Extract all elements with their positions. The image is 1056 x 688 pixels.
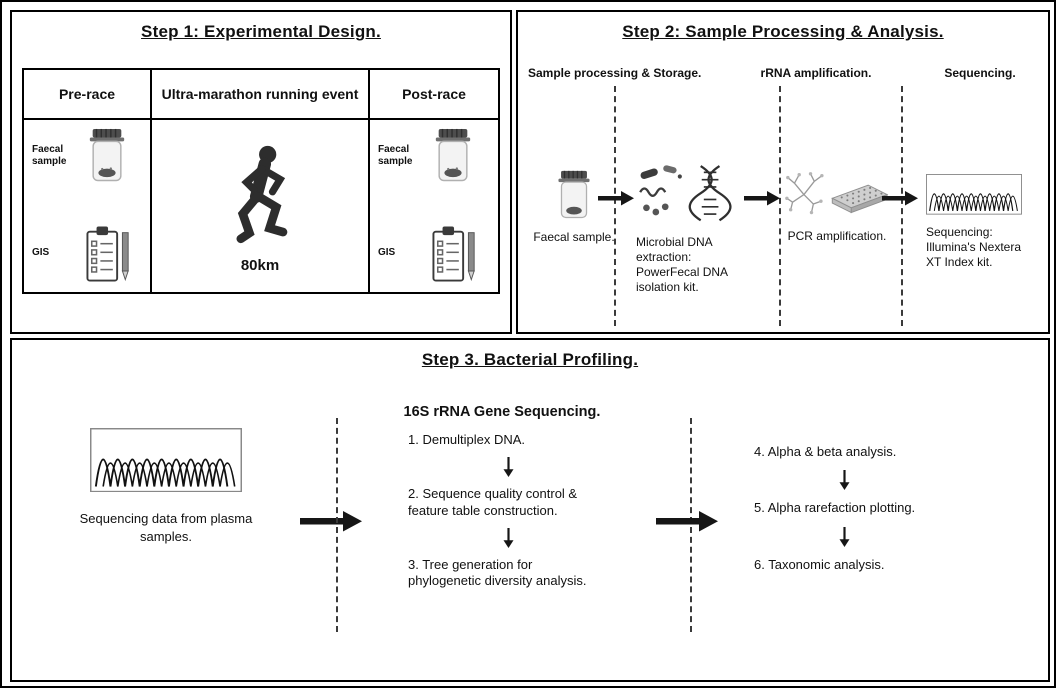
sequencing-data-item [90,428,242,493]
step1-header-post-race: Post-race [370,70,498,120]
specimen-jar-icon [558,170,590,219]
step3-subtitle: 16S rRNA Gene Sequencing. [403,404,601,420]
arrow-down-icon [503,527,513,548]
pipeline-step-3: 3. Tree generation for phylogenetic dive… [408,556,587,588]
arrow-right-icon [656,511,718,532]
gis-label: GIS [32,247,50,259]
pipeline-step-6: 6. Taxonomic analysis. [754,556,885,572]
post-race-faecal-row: Faecal sample [378,128,490,183]
sequencing-caption: Sequencing: Illumina's Nextera XT Index … [926,224,1021,269]
sequencing-item: Sequencing: Illumina's Nextera XT Index … [926,174,1038,270]
stage-label-processing: Sample processing & Storage. [528,66,702,80]
pcr-item: PCR amplification. [782,170,892,244]
faecal-sample-caption: Faecal sample. [533,230,615,245]
pipeline-step-1: 1. Demultiplex DNA. [408,432,526,447]
bacteria-dna-icon [639,165,732,222]
chromatogram-icon [926,174,1022,215]
arrow-right-icon [300,511,362,532]
post-race-cell: Faecal sample GIS [370,120,498,292]
dna-extraction-caption: Microbial DNA extraction: PowerFecal DNA… [636,234,728,294]
dna-extraction-item: Microbial DNA extraction: PowerFecal DNA… [636,164,736,295]
pre-race-faecal-row: Faecal sample [32,128,142,183]
pcr-caption: PCR amplification. [787,229,887,244]
step2-title: Step 2: Sample Processing & Analysis. [622,22,944,41]
step1-title: Step 1: Experimental Design. [141,22,381,41]
pcr-molecule-plate-icon [785,172,889,215]
stage-label-amplification: rRNA amplification. [760,66,872,80]
step1-panel: Step 1: Experimental Design. Pre-race Ul… [10,10,512,334]
arrow-right-icon [744,191,780,206]
dashed-divider [336,418,338,632]
step1-header-pre-race: Pre-race [24,70,152,120]
step3-title: Step 3. Bacterial Profiling. [421,350,639,369]
arrow-down-icon [503,457,513,478]
dashed-divider [690,418,692,632]
specimen-jar-icon [89,128,125,182]
arrow-down-icon [839,470,849,491]
step3-panel: Step 3. Bacterial Profiling. 16S rRNA Ge… [10,338,1050,682]
faecal-sample-item: Faecal sample. [532,170,616,245]
gis-clipboard-icon [86,225,129,282]
faecal-sample-label: Faecal sample [378,143,413,167]
step2-panel: Step 2: Sample Processing & Analysis. Sa… [516,10,1050,334]
specimen-jar-icon [435,128,471,182]
faecal-sample-label: Faecal sample [32,143,67,167]
gis-clipboard-icon [432,225,475,282]
step1-header-event: Ultra-marathon running event [152,70,370,120]
dashed-divider [901,86,903,326]
gis-label: GIS [378,247,396,259]
arrow-down-icon [839,526,849,547]
runner-icon [236,145,288,244]
arrow-right-icon [882,191,918,206]
pipeline-steps-4-6: 4. Alpha & beta analysis. 5. Alpha raref… [754,444,934,573]
step1-table: Pre-race Ultra-marathon running event Po… [22,68,500,294]
pipeline-steps-1-3: 1. Demultiplex DNA. 2. Sequence quality … [408,432,608,589]
arrow-right-icon [598,191,634,206]
chromatogram-icon [90,428,242,493]
stage-label-sequencing: Sequencing. [944,66,1016,80]
race-distance: 80km [240,257,280,275]
pre-race-gis-row: GIS [32,225,142,283]
sequencing-data-caption: Sequencing data from plasma samples. [79,511,253,544]
pipeline-step-5: 5. Alpha rarefaction plotting. [754,500,916,516]
dashed-divider [779,86,781,326]
pipeline-step-2: 2. Sequence quality control & feature ta… [408,486,578,518]
pre-race-cell: Faecal sample GIS [24,120,152,292]
event-cell: 80km [152,120,370,292]
pipeline-step-4: 4. Alpha & beta analysis. [754,444,897,459]
post-race-gis-row: GIS [378,225,490,283]
dashed-divider [614,86,616,326]
